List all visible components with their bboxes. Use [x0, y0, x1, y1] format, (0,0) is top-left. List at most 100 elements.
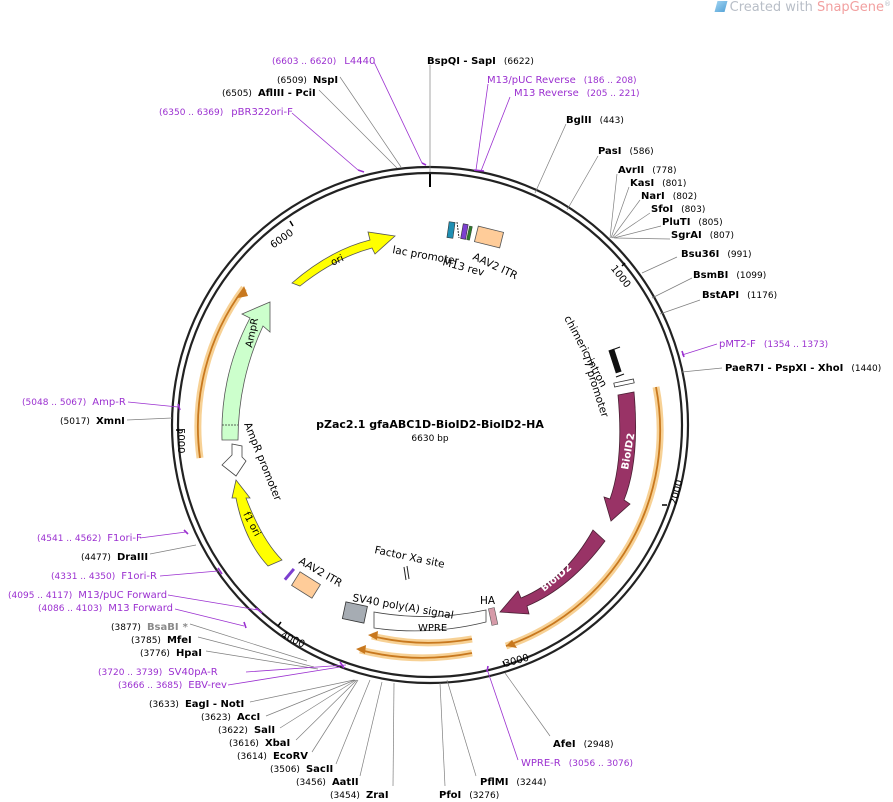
site-bsmbi-name: BsmBI — [693, 270, 728, 281]
site-bsu36i-name: Bsu36I — [681, 249, 719, 260]
orf-right-head — [506, 640, 517, 648]
map-title: pZac2.1 gfaABC1D-BioID2-BioID2-HA — [316, 418, 544, 431]
site-sfoi: SfoI(803) — [651, 204, 705, 215]
leader-xhoi — [681, 367, 723, 373]
site-bsabi-mark: * — [183, 622, 189, 633]
site-xbai-pos: (3616) — [229, 739, 259, 749]
site-ecorv: (3614)EcoRV — [237, 751, 308, 762]
primer-f1ori-r: (4331 .. 4350)F1ori-R — [51, 571, 157, 582]
site-aatii: (3456)AatII — [296, 777, 359, 788]
site-leaders — [126, 65, 723, 787]
site-xmni-name: XmnI — [96, 416, 125, 427]
site-pfoi-pos: (3276) — [469, 791, 499, 801]
primer-ebv-rev: (3666 .. 3685)EBV-rev — [118, 680, 227, 691]
site-xhoi: PaeR7I - PspXI - XhoI(1440) — [725, 363, 881, 374]
site-bspqi-name: BspQI - SapI — [427, 56, 496, 67]
primer-wpre-r-pos: (3056 .. 3076) — [569, 759, 633, 769]
aav2-itr-bottom-box — [291, 571, 321, 599]
ampr-promoter-label: AmpR promoter — [241, 421, 284, 503]
site-hpai-pos: (3776) — [140, 649, 170, 659]
primer-pmt2-pos: (1354 .. 1373) — [764, 340, 828, 350]
site-kasi-pos: (801) — [662, 179, 686, 189]
primer-leader-wpre-r — [487, 671, 519, 761]
site-nspi: (6509)NspI — [277, 75, 338, 86]
primer-m13puc-fwd-pos: (4095 .. 4117) — [8, 591, 72, 601]
site-pasi-pos: (586) — [629, 147, 653, 157]
site-sacii-name: SacII — [306, 764, 333, 775]
site-avrii: AvrII(778) — [618, 165, 676, 176]
site-acci: (3623)AccI — [201, 712, 260, 723]
primer-m13puc-rev-pos: (186 .. 208) — [584, 76, 637, 86]
orf-bottom-2 — [359, 649, 473, 659]
tick-5000: 5000 — [175, 428, 186, 453]
primer-f1ori-f-pos: (4541 .. 4562) — [37, 534, 101, 544]
ori-label: ori — [329, 253, 345, 268]
orf-left — [197, 287, 245, 459]
chimeric-intron-label: chimeric intron — [561, 314, 609, 390]
watermark-prefix: Created with — [729, 0, 817, 15]
leader-bsabi — [189, 623, 308, 662]
leader-sacii — [335, 679, 371, 765]
primer-amp-r-pos: (5048 .. 5067) — [22, 398, 86, 408]
site-bstapi-pos: (1176) — [747, 291, 777, 301]
ampr-arrow — [221, 301, 271, 441]
primer-labels: (6603 .. 6620)L4440 M13/pUC Reverse(186 … — [8, 56, 828, 769]
primer-sv40pa-r: (3720 .. 3739)SV40pA-R — [98, 667, 218, 678]
leader-pasi — [566, 155, 599, 211]
leader-bstapi — [659, 299, 701, 315]
leader-cluster-3780 — [197, 636, 319, 670]
tick-2000: 2000 — [668, 479, 685, 506]
primer-leader-f1ori-f — [139, 531, 187, 539]
site-mfei-name: MfeI — [167, 635, 192, 646]
site-sali-name: SalI — [254, 725, 275, 736]
site-xmni-pos: (5017) — [60, 417, 90, 427]
site-draiii-pos: (4477) — [81, 553, 111, 563]
primer-wpre-r: WPRE-R (3056 .. 3076) — [521, 758, 633, 769]
primer-wpre-r-name: WPRE-R — [521, 758, 561, 769]
site-hpai: (3776)HpaI — [140, 648, 202, 659]
chimeric-intron-cap-top — [611, 346, 621, 351]
site-acci-pos: (3623) — [201, 713, 231, 723]
m13-rev-mark — [460, 223, 469, 240]
site-mfei-pos: (3785) — [131, 636, 161, 646]
tick-4000-mark — [277, 621, 282, 627]
site-bsu36i: Bsu36I (991) — [681, 249, 752, 260]
site-nari: NarI (802) — [641, 191, 697, 202]
orf-right — [505, 386, 661, 647]
primer-pmt2-name: pMT2-F — [719, 339, 756, 350]
site-xbai: (3616)XbaI — [229, 738, 290, 749]
site-sfoi-pos: (803) — [681, 205, 705, 215]
leader-pfoi — [439, 682, 446, 787]
site-draiii-name: DraIII — [117, 552, 148, 563]
orf-left-head — [238, 286, 248, 298]
orf-arcs — [194, 285, 664, 662]
site-nari-name: NarI — [641, 191, 665, 202]
leader-aatii — [359, 681, 383, 777]
site-avrii-pos: (778) — [652, 166, 676, 176]
site-afliii: (6505)AflIII - PciI — [222, 88, 316, 99]
site-bsmbi-pos: (1099) — [736, 271, 766, 281]
site-afei: AfeI(2948) — [553, 739, 614, 750]
aav2-itr-top-box — [473, 225, 505, 249]
site-bsu36i-pos: (991) — [727, 250, 751, 260]
primer-mark-pbr322 — [357, 169, 365, 173]
bioid2-arrow-2 — [499, 529, 606, 615]
primer-leaders — [127, 61, 718, 761]
backbone-inner — [176, 171, 684, 679]
primer-ebv-rev-name: EBV-rev — [188, 680, 227, 691]
watermark-mark: ® — [884, 0, 891, 8]
ha-label: HA — [480, 595, 496, 607]
orf-bottom-1 — [371, 635, 473, 644]
leader-pflmi — [446, 679, 477, 777]
snapgene-watermark: Created with SnapGene® — [714, 0, 891, 15]
primer-sv40pa-r-pos: (3720 .. 3739) — [98, 668, 162, 678]
leader-nspi-afliii — [318, 76, 402, 169]
site-sali-pos: (3622) — [218, 726, 248, 736]
site-pluti-pos: (805) — [698, 218, 722, 228]
primer-leader-l4440 — [373, 61, 423, 164]
primer-m13puc-rev: M13/pUC Reverse(186 .. 208) — [487, 75, 637, 86]
primer-mark-f1ori-f — [183, 529, 189, 535]
leader-cluster-800 — [609, 173, 671, 240]
site-nari-pos: (802) — [673, 192, 697, 202]
site-xhoi-pos: (1440) — [851, 364, 881, 374]
